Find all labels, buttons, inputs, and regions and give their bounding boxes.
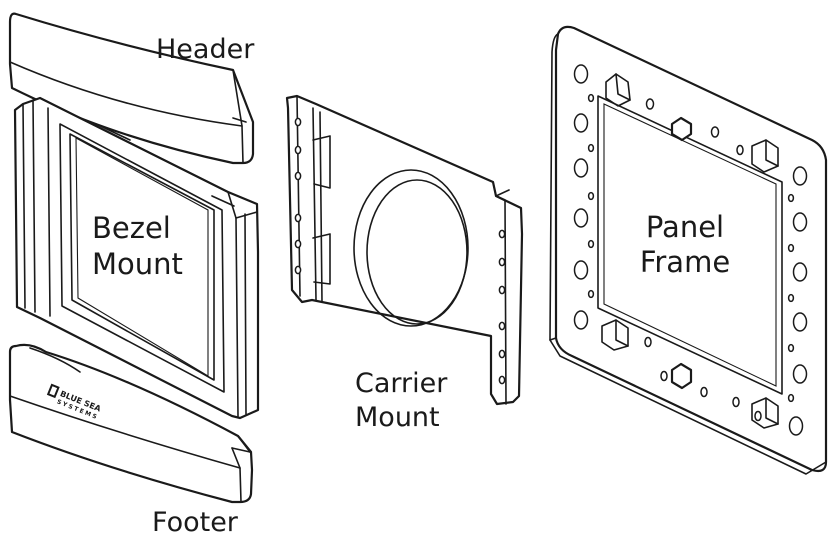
header-label: Header <box>156 34 255 65</box>
panel-frame-part <box>550 27 826 474</box>
bezel-mount-label-line1: Bezel <box>92 211 171 245</box>
carrier-mount-label: Carrier Mount <box>355 367 447 435</box>
panel-frame-label: Panel Frame <box>622 210 748 280</box>
bezel-mount-label-line2: Mount <box>92 247 183 281</box>
carrier-mount-label-line2: Mount <box>355 402 440 433</box>
panel-frame-label-line1: Panel <box>645 210 725 244</box>
carrier-mount-label-line1: Carrier <box>355 368 448 399</box>
bezel-mount-label: Bezel Mount <box>92 210 183 282</box>
header-part <box>10 14 253 163</box>
bezel-mount-part <box>15 98 258 418</box>
carrier-mount-part <box>287 96 522 404</box>
panel-frame-label-line2: Frame <box>639 245 731 279</box>
footer-label: Footer <box>152 507 238 538</box>
footer-part <box>10 345 252 502</box>
